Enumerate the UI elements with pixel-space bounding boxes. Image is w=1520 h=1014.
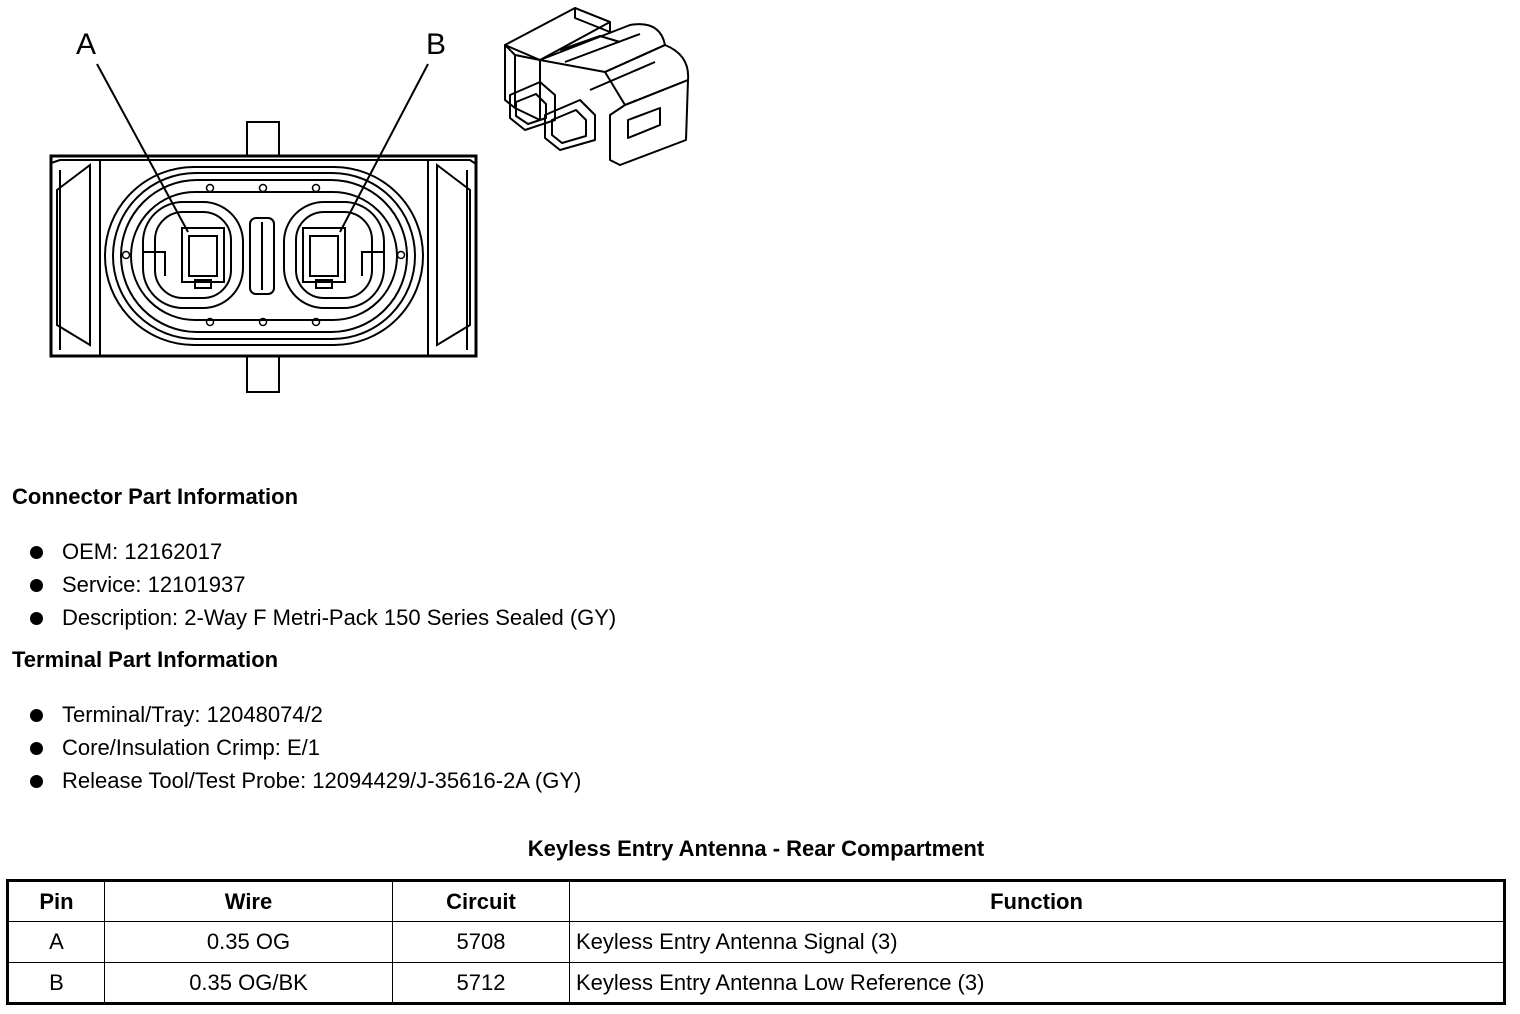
pin-label-b: B: [426, 28, 446, 61]
ring-dot: [205, 317, 215, 327]
ring-dot: [258, 183, 268, 193]
cell-wire: 0.35 OG/BK: [104, 962, 393, 1004]
ring-dot: [396, 250, 406, 260]
bullet-icon: [30, 742, 43, 755]
connector-right-latch: [436, 162, 471, 347]
connector-diagram: A B: [49, 7, 690, 393]
terminal-cavity-b: [283, 201, 385, 309]
list-item: Terminal/Tray: 12048074/2: [28, 698, 581, 731]
list-item-text: Description: 2-Way F Metri-Pack 150 Seri…: [62, 605, 617, 630]
cell-pin: A: [7, 921, 105, 963]
ring-dot: [311, 183, 321, 193]
terminal-info-heading: Terminal Part Information: [12, 647, 279, 672]
pin-label-a: A: [76, 28, 96, 61]
bullet-icon: [30, 775, 43, 788]
connector-left-latch: [56, 162, 91, 347]
connector-body: [49, 154, 478, 358]
list-item-text: Core/Insulation Crimp: E/1: [62, 735, 320, 760]
ring-dot: [121, 250, 131, 260]
ring-dot: [311, 317, 321, 327]
column-header-function: Function: [569, 880, 1505, 922]
list-item: Release Tool/Test Probe: 12094429/J-3561…: [28, 764, 581, 797]
terminal-b: [302, 227, 346, 283]
cell-wire: 0.35 OG: [104, 921, 393, 963]
connector-bottom-tab: [246, 355, 280, 393]
cell-function: Keyless Entry Antenna Signal (3): [569, 921, 1505, 963]
center-divider: [249, 217, 275, 295]
list-item: Description: 2-Way F Metri-Pack 150 Seri…: [28, 601, 616, 634]
connector-info-heading: Connector Part Information: [12, 484, 299, 509]
list-item-text: Release Tool/Test Probe: 12094429/J-3561…: [62, 768, 582, 793]
list-item: Core/Insulation Crimp: E/1: [28, 731, 581, 764]
leader-line-b: [339, 63, 429, 233]
column-header-wire: Wire: [104, 880, 393, 922]
connector-top-tab: [246, 121, 280, 157]
bullet-icon: [30, 579, 43, 592]
connector-info-list: OEM: 12162017 Service: 12101937 Descript…: [28, 535, 616, 634]
bullet-icon: [30, 709, 43, 722]
column-header-pin: Pin: [7, 880, 105, 922]
leader-line-a: [96, 63, 189, 233]
list-item-text: OEM: 12162017: [62, 539, 223, 564]
bullet-icon: [30, 546, 43, 559]
list-item: Service: 12101937: [28, 568, 616, 601]
cell-circuit: 5712: [392, 962, 570, 1004]
seal-ring-outer: [104, 166, 424, 346]
terminal-cavity-a: [142, 201, 244, 309]
table-title: Keyless Entry Antenna - Rear Compartment: [527, 836, 985, 861]
terminal-a: [181, 227, 225, 283]
ring-dot: [258, 317, 268, 327]
table-row: B 0.35 OG/BK 5712 Keyless Entry Antenna …: [7, 962, 1505, 1004]
table-row: A 0.35 OG 5708 Keyless Entry Antenna Sig…: [7, 921, 1505, 963]
cell-pin: B: [7, 962, 105, 1004]
table-header-row: Pin Wire Circuit Function: [7, 880, 1505, 922]
ring-dot: [205, 183, 215, 193]
list-item-text: Terminal/Tray: 12048074/2: [62, 702, 323, 727]
list-item-text: Service: 12101937: [62, 572, 246, 597]
cell-circuit: 5708: [392, 921, 570, 963]
pinout-table: Pin Wire Circuit Function A 0.35 OG 5708…: [6, 879, 1506, 1005]
cell-function: Keyless Entry Antenna Low Reference (3): [569, 962, 1505, 1004]
list-item: OEM: 12162017: [28, 535, 616, 568]
terminal-info-list: Terminal/Tray: 12048074/2 Core/Insulatio…: [28, 698, 581, 797]
bullet-icon: [30, 612, 43, 625]
connector-3d-view: [504, 7, 690, 166]
column-header-circuit: Circuit: [392, 880, 570, 922]
